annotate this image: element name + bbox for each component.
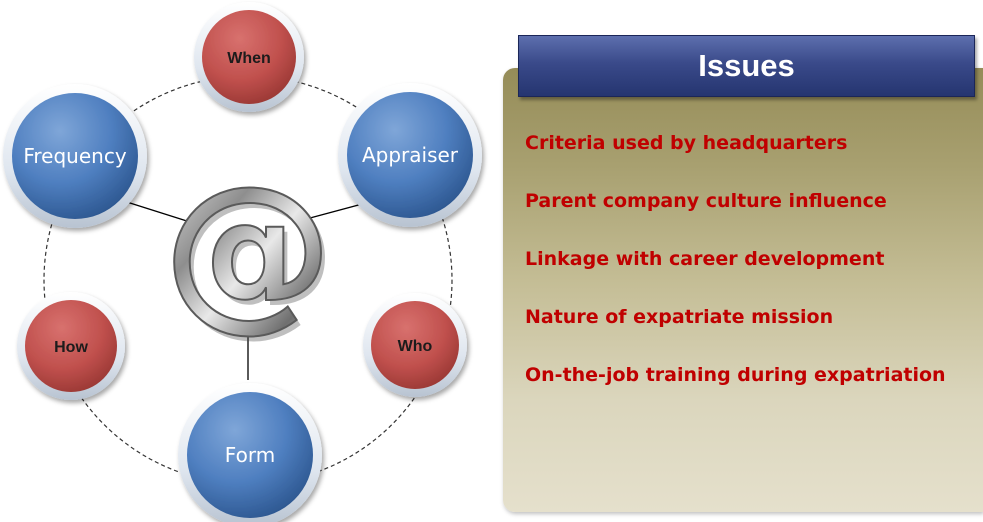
node-when-label: When (227, 50, 271, 67)
issue-item: Parent company culture influence (525, 190, 887, 212)
issues-title: Issues (698, 48, 795, 83)
node-who[interactable]: Who (363, 293, 467, 397)
node-when[interactable]: When (194, 2, 304, 112)
issue-item: On-the-job training during expatriation (525, 364, 946, 386)
node-form[interactable]: Form (178, 383, 322, 522)
issues-panel (503, 68, 983, 512)
node-frequency-label: Frequency (23, 144, 126, 168)
node-how[interactable]: How (17, 292, 125, 400)
issue-item: Linkage with career development (525, 248, 885, 270)
node-who-label: Who (398, 338, 433, 355)
node-frequency[interactable]: Frequency (3, 84, 147, 228)
at-symbol-shadow: @ (167, 155, 337, 353)
issue-item: Criteria used by headquarters (525, 132, 848, 154)
issue-item: Nature of expatriate mission (525, 306, 834, 328)
process-diagram: When How Who Frequency Appraiser Form @ … (3, 2, 482, 522)
issues-list: Criteria used by headquarters Parent com… (525, 128, 983, 418)
node-how-label: How (54, 339, 88, 356)
issues-header: Issues (518, 35, 975, 97)
at-symbol-glyph: @ (163, 150, 333, 348)
node-appraiser[interactable]: Appraiser (338, 83, 482, 227)
node-appraiser-label: Appraiser (362, 143, 459, 167)
at-symbol-icon: @ @ (162, 149, 337, 353)
node-form-label: Form (225, 443, 275, 467)
